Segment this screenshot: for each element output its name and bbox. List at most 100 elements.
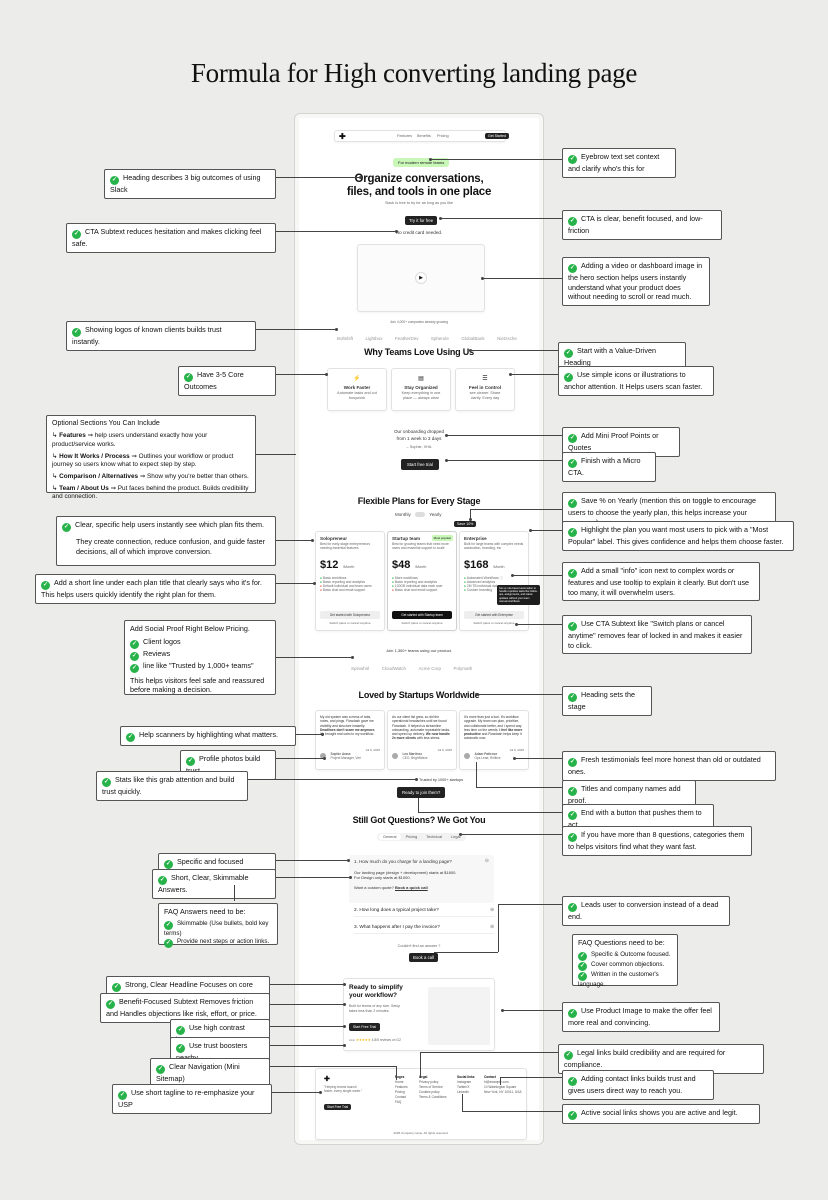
check-icon: ✓ <box>564 1051 573 1060</box>
most-popular-badge: Most popular <box>431 535 453 541</box>
toggle-switch[interactable] <box>415 512 426 517</box>
check-icon: ✓ <box>41 581 50 590</box>
faq-item-3[interactable]: 3. What happens after I pay the invoice?… <box>354 925 494 934</box>
minus-icon[interactable]: ⊖ <box>484 858 489 864</box>
testimonial-highlight: I feel like more productive <box>464 727 523 737</box>
footer-cta-button[interactable]: Start Free Trial <box>324 1104 352 1110</box>
page-title: Formula for High converting landing page <box>190 58 638 88</box>
faq-still-text: Couldn't find an answer ? <box>397 944 441 948</box>
footer-link[interactable]: Features <box>395 1084 408 1089</box>
faq-question[interactable]: 2. How long does a typical project take? <box>354 908 439 913</box>
check-icon: ✓ <box>164 920 173 930</box>
plan-period: /Month <box>342 564 355 569</box>
footer-link[interactable]: Contact <box>395 1094 406 1099</box>
plan-card-enterprise: Enterprise Built for large teams with co… <box>459 531 529 631</box>
nav-link-benefits[interactable]: Benefits <box>417 134 431 138</box>
client-logo: Spinwhirl <box>351 666 370 671</box>
hero-title-line-1: Organize conversations, <box>354 173 484 185</box>
feature-item: ● 100GB individual data each user <box>392 584 443 589</box>
hero-cta-button[interactable]: Try it for free <box>405 216 438 225</box>
faq-item-1[interactable]: 1. How much do you charge for a landing … <box>349 855 494 903</box>
check-icon: ✓ <box>126 733 135 742</box>
faq-call-link[interactable]: Book a quick call <box>395 885 428 891</box>
footer-link[interactable]: Instagram <box>457 1079 472 1084</box>
plan-price: $48 <box>392 558 411 571</box>
logo-icon: ✚ <box>339 132 346 141</box>
faq-tab-pricing[interactable]: Pricing <box>405 835 418 839</box>
check-icon: ✓ <box>568 1111 577 1120</box>
footer-link[interactable]: hi@example.com <box>484 1079 509 1084</box>
check-icon: ✓ <box>564 373 573 382</box>
client-logo: Lightbox <box>365 336 383 341</box>
client-logo: Nietzsche <box>497 336 517 341</box>
footer-link[interactable]: 10 Washington Square <box>484 1084 517 1089</box>
plan-card-startup: Most popular Startup team Best for growi… <box>387 531 457 631</box>
check-icon: ✓ <box>578 961 587 971</box>
final-cta-section: Ready to simplify your workflow? Built f… <box>343 978 495 1051</box>
trusted-stat: Trusted by 1000+ startups <box>419 778 464 782</box>
check-icon: ✓ <box>176 1026 185 1035</box>
plan-features: ● More workflows ● Basic reporting and a… <box>392 576 452 593</box>
feature-item: ● More workflows <box>392 575 418 580</box>
plan-logos-title: Join 1,300+ teams using our product. <box>386 648 452 653</box>
client-logo: CloudWatch <box>381 666 407 671</box>
toggle-monthly[interactable]: Monthly <box>395 512 411 517</box>
billing-toggle[interactable]: Monthly Yearly <box>395 512 442 517</box>
faq-answer-2: For Design only starts at $1000. <box>354 875 411 881</box>
feature-item: ● Custom branding <box>464 588 493 593</box>
faq-heading: Still Got Questions? We Got You <box>352 815 486 825</box>
nav-cta-button[interactable]: Get Started <box>485 133 509 139</box>
faq-question[interactable]: 3. What happens after I pay the invoice? <box>354 925 440 930</box>
play-icon[interactable]: ▶ <box>415 272 427 284</box>
plan-cta-button[interactable]: Get started with Solopreneur <box>320 611 380 619</box>
hero-video[interactable]: ▶ <box>357 244 485 312</box>
check-icon: ● <box>464 575 466 580</box>
faq-item-2[interactable]: 2. How long does a typical project take?… <box>354 908 494 917</box>
toggle-yearly[interactable]: Yearly <box>429 512 442 517</box>
footer-link[interactable]: Terms & Conditions <box>419 1094 447 1099</box>
join-cta-button[interactable]: Ready to join them? <box>397 787 446 798</box>
footer-link[interactable]: Privacy policy <box>419 1079 439 1084</box>
faq-tab-technical[interactable]: Technical <box>426 835 443 839</box>
nav-link-pricing[interactable]: Pricing <box>437 134 449 138</box>
note-cta-clear: ✓CTA is clear, benefit focused, and low-… <box>562 210 722 240</box>
why-cta-button[interactable]: Start free trial <box>401 459 439 470</box>
footer-link[interactable]: Pricing <box>395 1089 405 1094</box>
plus-icon[interactable]: ⊕ <box>489 908 494 913</box>
footer-link[interactable]: New York, NY 10011, USA <box>484 1089 522 1094</box>
footer-col-pages: Pages Home Features Pricing Contact FAQ <box>395 1075 408 1105</box>
footer-link[interactable]: Twitter/X <box>457 1084 470 1089</box>
check-icon: ✓ <box>130 639 139 649</box>
plan-logos-row: Spinwhirl CloudWatch Acme Corp Polymath <box>351 657 480 675</box>
plan-name: Enterprise <box>464 536 487 541</box>
footer-col-contact: Contact hi@example.com 10 Washington Squ… <box>484 1075 526 1095</box>
testimonial-date: Jul 9, 2025 <box>509 748 524 752</box>
hero-cta-subtext: No credit card needed. <box>395 230 443 235</box>
client-logos-row: Boltshift Lightbox FeatherDev Spherule G… <box>337 327 527 345</box>
faq-question[interactable]: 1. How much do you charge for a landing … <box>354 859 452 864</box>
footer-link[interactable]: Home <box>395 1079 404 1084</box>
note-short-answers: ✓Short, Clear, Skimmable Answers. <box>152 869 276 899</box>
footer-link[interactable]: FAQ <box>395 1099 402 1104</box>
plan-cta-subtext: Switch plans or cancel anytime <box>329 621 371 626</box>
logos-title: Join 4,000+ companies already growing <box>389 320 449 324</box>
pricing-heading: Flexible Plans for Every Stage <box>357 496 481 506</box>
note-fresh-testimonials: ✓Fresh testimonials feel more honest tha… <box>562 751 776 781</box>
plan-desc: Built for large teams with complex needs… <box>464 541 524 551</box>
footer-link[interactable]: Cookies policy <box>419 1089 440 1094</box>
final-cta-button[interactable]: Start Free Trial <box>349 1023 381 1031</box>
faq-tab-general[interactable]: General <box>379 834 401 840</box>
nav-link-features[interactable]: Features <box>397 134 412 138</box>
plan-cta-button[interactable]: Get started with Enterprise <box>464 611 524 619</box>
plan-cta-button[interactable]: Get started with Startup team <box>392 611 452 619</box>
proof-quote-2: from 1 week to 3 days <box>396 436 442 441</box>
info-icon: ⓘ <box>499 575 503 580</box>
check-icon: ● <box>320 579 322 584</box>
footer-link[interactable]: Terms of Service <box>419 1084 443 1089</box>
plus-icon[interactable]: ⊕ <box>489 925 494 930</box>
faq-tab-legal[interactable]: Legal <box>451 835 461 839</box>
footer-link[interactable]: LinkedIn <box>457 1089 470 1094</box>
faq-cta-button[interactable]: Book a call <box>409 953 439 962</box>
outcome-title: Work Faster <box>343 385 371 390</box>
